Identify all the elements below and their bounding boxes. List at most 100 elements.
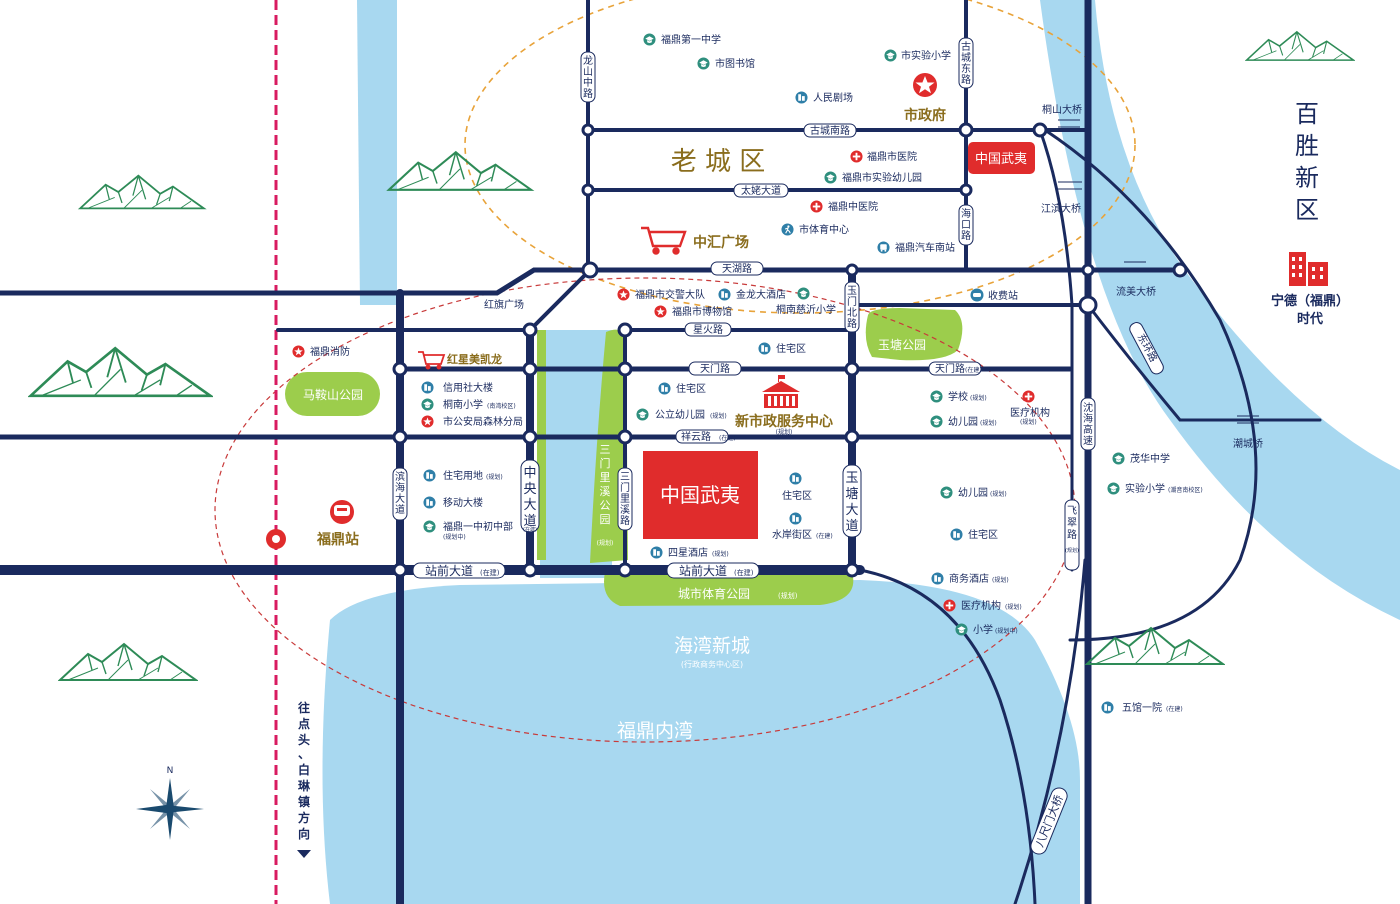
svg-text:(规划): (规划) bbox=[710, 412, 727, 420]
svg-text:北: 北 bbox=[847, 307, 857, 319]
location-pin-icon[interactable] bbox=[266, 529, 286, 549]
road-zhanqian-east: 站前大道 bbox=[679, 563, 727, 578]
school-icon bbox=[1107, 482, 1120, 495]
svg-text:大: 大 bbox=[523, 498, 536, 513]
poi-kinder-east-2[interactable]: 幼儿园(规划) bbox=[940, 486, 1007, 499]
svg-text:四星酒店: 四星酒店 bbox=[668, 546, 708, 559]
svg-text:福鼎一中初中部: 福鼎一中初中部 bbox=[443, 520, 513, 533]
medical-cross-icon bbox=[943, 599, 956, 612]
school-icon bbox=[884, 49, 897, 62]
svg-text:(规划): (规划) bbox=[1020, 418, 1037, 426]
poi-no1-middle[interactable]: 福鼎第一中学 bbox=[643, 33, 721, 46]
svg-text:里: 里 bbox=[620, 493, 630, 505]
svg-text:市公安局森林分局: 市公安局森林分局 bbox=[443, 415, 523, 428]
poi-maohua[interactable]: 茂华中学 bbox=[1112, 452, 1170, 465]
svg-text:住宅区: 住宅区 bbox=[676, 382, 706, 395]
new-gov-center[interactable]: 新市政服务中心 (规划) bbox=[735, 375, 833, 436]
poi-residential-land[interactable]: 住宅用地(规划) bbox=[423, 469, 503, 482]
poi-residential-1[interactable]: 住宅区 bbox=[758, 342, 806, 355]
poi-bus-south[interactable]: 福鼎汽车南站 bbox=[877, 241, 955, 254]
poi-primary-east[interactable]: 小学(规划中) bbox=[955, 623, 1018, 636]
poi-exp-primary[interactable]: 市实验小学 bbox=[884, 49, 951, 62]
poi-exp-kinder[interactable]: 福鼎市实验幼儿园 bbox=[824, 171, 922, 184]
park-sanmen-label: 三 门 里 溪 公 园 (规划) bbox=[597, 443, 614, 547]
compass-icon: N bbox=[136, 766, 204, 840]
park-yutang bbox=[865, 308, 963, 361]
road-zhongyang: 中央 大道 (在建) bbox=[523, 466, 537, 533]
road-tags bbox=[412, 123, 982, 579]
poi-jinlong-hotel[interactable]: 金龙大酒店 bbox=[718, 288, 786, 301]
toll-station[interactable]: 收费站 bbox=[970, 288, 1019, 303]
poi-residential-4[interactable]: 住宅区 bbox=[950, 528, 998, 541]
svg-text:宁德（福鼎）: 宁德（福鼎） bbox=[1271, 293, 1349, 309]
svg-text:(规划): (规划) bbox=[992, 576, 1009, 584]
bridge-jiangbin: 江滨大桥 bbox=[1041, 202, 1081, 215]
school-icon bbox=[423, 520, 436, 533]
road-nodes bbox=[392, 122, 1188, 578]
park-strip-central bbox=[537, 330, 546, 560]
poi-tongnan-cixian[interactable]: 桐南慈沂小学 bbox=[776, 287, 836, 316]
svg-text:里: 里 bbox=[600, 471, 611, 484]
city-gov[interactable]: 市政府 bbox=[904, 73, 946, 124]
district-baisheng: 百 胜 新 区 bbox=[1295, 100, 1319, 224]
svg-text:福鼎市博物馆: 福鼎市博物馆 bbox=[672, 305, 732, 318]
svg-text:路: 路 bbox=[1067, 528, 1077, 541]
svg-text:住宅用地: 住宅用地 bbox=[443, 469, 483, 482]
poi-sports-center[interactable]: 市体育中心 bbox=[781, 223, 849, 236]
project-block[interactable] bbox=[643, 451, 758, 539]
bridge-liumei: 流美大桥 bbox=[1116, 285, 1156, 298]
svg-text:区: 区 bbox=[1295, 196, 1319, 224]
hongxing-macalline[interactable]: 红星美凯龙 bbox=[418, 351, 502, 370]
svg-text:住宅区: 住宅区 bbox=[968, 528, 998, 541]
river-west bbox=[357, 0, 397, 305]
poi-mobile-bldg[interactable]: 移动大楼 bbox=[423, 496, 483, 509]
poi-theatre[interactable]: 人民剧场 bbox=[795, 91, 853, 104]
poi-forest-police[interactable]: 市公安局森林分局 bbox=[421, 415, 523, 428]
poi-traffic-police[interactable]: 福鼎市交警大队 bbox=[617, 288, 705, 301]
poi-public-kinder[interactable]: 公立幼儿园(规划) bbox=[636, 408, 727, 421]
svg-text:幼儿园: 幼儿园 bbox=[958, 486, 988, 499]
svg-text:福鼎消防: 福鼎消防 bbox=[310, 345, 350, 358]
svg-text:道: 道 bbox=[523, 514, 536, 529]
svg-text:(南湾校区): (南湾校区) bbox=[487, 402, 516, 410]
poi-residential-3[interactable]: 住宅区 bbox=[782, 472, 812, 502]
svg-text:(规划): (规划) bbox=[486, 473, 503, 481]
medical-cross-icon bbox=[1022, 390, 1035, 403]
poi-museum[interactable]: 福鼎市博物馆 bbox=[654, 305, 732, 318]
poi-library[interactable]: 市图书馆 bbox=[697, 57, 755, 70]
poi-medical-east-2[interactable]: 医疗机构(规划) bbox=[943, 599, 1022, 612]
svg-text:镇: 镇 bbox=[298, 794, 310, 809]
poi-residential-2[interactable]: 住宅区 bbox=[658, 382, 706, 395]
poi-exp-primary-east[interactable]: 实验小学(潮音南校区) bbox=[1107, 482, 1203, 495]
svg-text:头: 头 bbox=[298, 732, 310, 747]
svg-text:福鼎市医院: 福鼎市医院 bbox=[867, 150, 917, 163]
svg-text:中汇广场: 中汇广场 bbox=[693, 234, 749, 251]
poi-kinder-east[interactable]: 幼儿园(规划) bbox=[930, 415, 997, 428]
svg-text:收费站: 收费站 bbox=[988, 289, 1018, 302]
svg-text:时代: 时代 bbox=[1297, 311, 1323, 327]
poi-biz-hotel[interactable]: 商务酒店(规划) bbox=[931, 572, 1009, 585]
project-tag[interactable] bbox=[968, 142, 1035, 174]
svg-text:(潮音南校区): (潮音南校区) bbox=[1168, 486, 1203, 494]
poi-school-east[interactable]: 学校(规划) bbox=[930, 390, 987, 403]
poi-credit-bldg[interactable]: 信用社大楼 bbox=[421, 381, 493, 394]
poi-fire[interactable]: 福鼎消防 bbox=[292, 345, 350, 358]
ring-old-city bbox=[464, 0, 1136, 314]
poi-wuguan[interactable]: 五馆一院(在建) bbox=[1101, 701, 1183, 714]
svg-text:桐南小学: 桐南小学 bbox=[443, 398, 483, 411]
fuding-station[interactable]: 福鼎站 bbox=[316, 500, 359, 548]
poi-city-hospital[interactable]: 福鼎市医院 bbox=[850, 150, 917, 163]
poi-four-star-hotel[interactable]: 四星酒店(规划) bbox=[650, 546, 729, 559]
svg-text:大: 大 bbox=[395, 492, 405, 505]
zhonghui-plaza[interactable]: 中汇广场 bbox=[641, 226, 749, 255]
ningde-era[interactable]: 宁德（福鼎） 时代 bbox=[1271, 252, 1349, 327]
poi-no1-junior[interactable]: 福鼎一中初中部(规划中) bbox=[423, 520, 513, 541]
poi-medical-east[interactable]: 医疗机构(规划) bbox=[1010, 390, 1050, 426]
road-xinghuo: 星火路 bbox=[693, 323, 723, 336]
poi-tcm-hospital[interactable]: 福鼎中医院 bbox=[810, 200, 878, 213]
svg-text:金龙大酒店: 金龙大酒店 bbox=[736, 288, 786, 301]
poi-waterfront[interactable]: 水岸街区(在建) bbox=[772, 512, 833, 541]
poi-tongnan-primary[interactable]: 桐南小学 (南湾校区) bbox=[421, 398, 516, 411]
school-icon bbox=[421, 398, 434, 411]
park-sports-label: 城市体育公园 bbox=[678, 586, 750, 601]
